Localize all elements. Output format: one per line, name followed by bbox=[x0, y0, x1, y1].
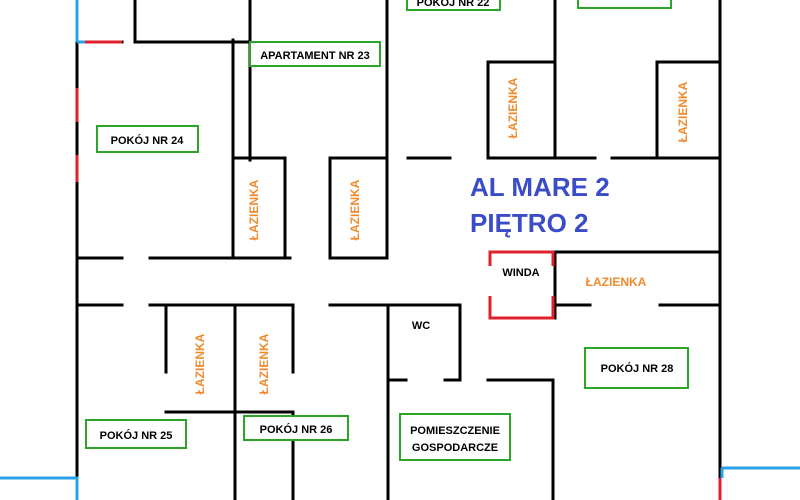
balcony-bottom-left bbox=[0, 476, 79, 500]
room-label-wc: WC bbox=[412, 320, 430, 332]
label-box bbox=[96, 125, 199, 153]
label-box bbox=[243, 415, 349, 441]
room-label-apartament-23: APARTAMENT NR 23 bbox=[260, 50, 370, 62]
elevator-outline bbox=[488, 250, 555, 320]
floor-title: AL MARE 2 PIĘTRO 2 bbox=[470, 172, 610, 238]
label-box bbox=[577, 0, 672, 9]
bathroom-label: ŁAZIENKA bbox=[257, 333, 271, 394]
room-label-pomieszczenie-line1: POMIESZCZENIE bbox=[410, 425, 500, 437]
room-label-winda: WINDA bbox=[502, 267, 539, 279]
label-box bbox=[85, 419, 187, 449]
room-label-pokoj-28: POKÓJ NR 28 bbox=[601, 362, 674, 375]
label-box bbox=[249, 41, 381, 67]
bathroom-label: ŁAZIENKA bbox=[586, 275, 647, 289]
bathroom-label: ŁAZIENKA bbox=[506, 77, 520, 138]
bathroom-label: ŁAZIENKA bbox=[193, 333, 207, 394]
room-label-pokoj-22: POKÓJ NR 22 bbox=[417, 0, 490, 9]
title-line-2: PIĘTRO 2 bbox=[470, 208, 588, 238]
room-label-pokoj-24: POKÓJ NR 24 bbox=[111, 134, 185, 147]
bathroom-labels: ŁAZIENKA ŁAZIENKA ŁAZIENKA ŁAZIENKA ŁAZI… bbox=[193, 77, 690, 394]
bathroom-label: ŁAZIENKA bbox=[247, 179, 261, 240]
label-box bbox=[406, 0, 501, 11]
bathroom-label: ŁAZIENKA bbox=[676, 81, 690, 142]
label-box bbox=[584, 347, 689, 389]
room-labels: POKÓJ NR 22 APARTAMENT NR 23 POKÓJ NR 24… bbox=[85, 0, 689, 461]
room-label-pokoj-25: POKÓJ NR 25 bbox=[100, 429, 173, 442]
label-box bbox=[399, 413, 511, 461]
room-label-pokoj-26: POKÓJ NR 26 bbox=[260, 423, 333, 436]
bathroom-label: ŁAZIENKA bbox=[348, 179, 362, 240]
room-label-pomieszczenie-line2: GOSPODARCZE bbox=[412, 442, 498, 454]
title-line-1: AL MARE 2 bbox=[470, 172, 610, 202]
